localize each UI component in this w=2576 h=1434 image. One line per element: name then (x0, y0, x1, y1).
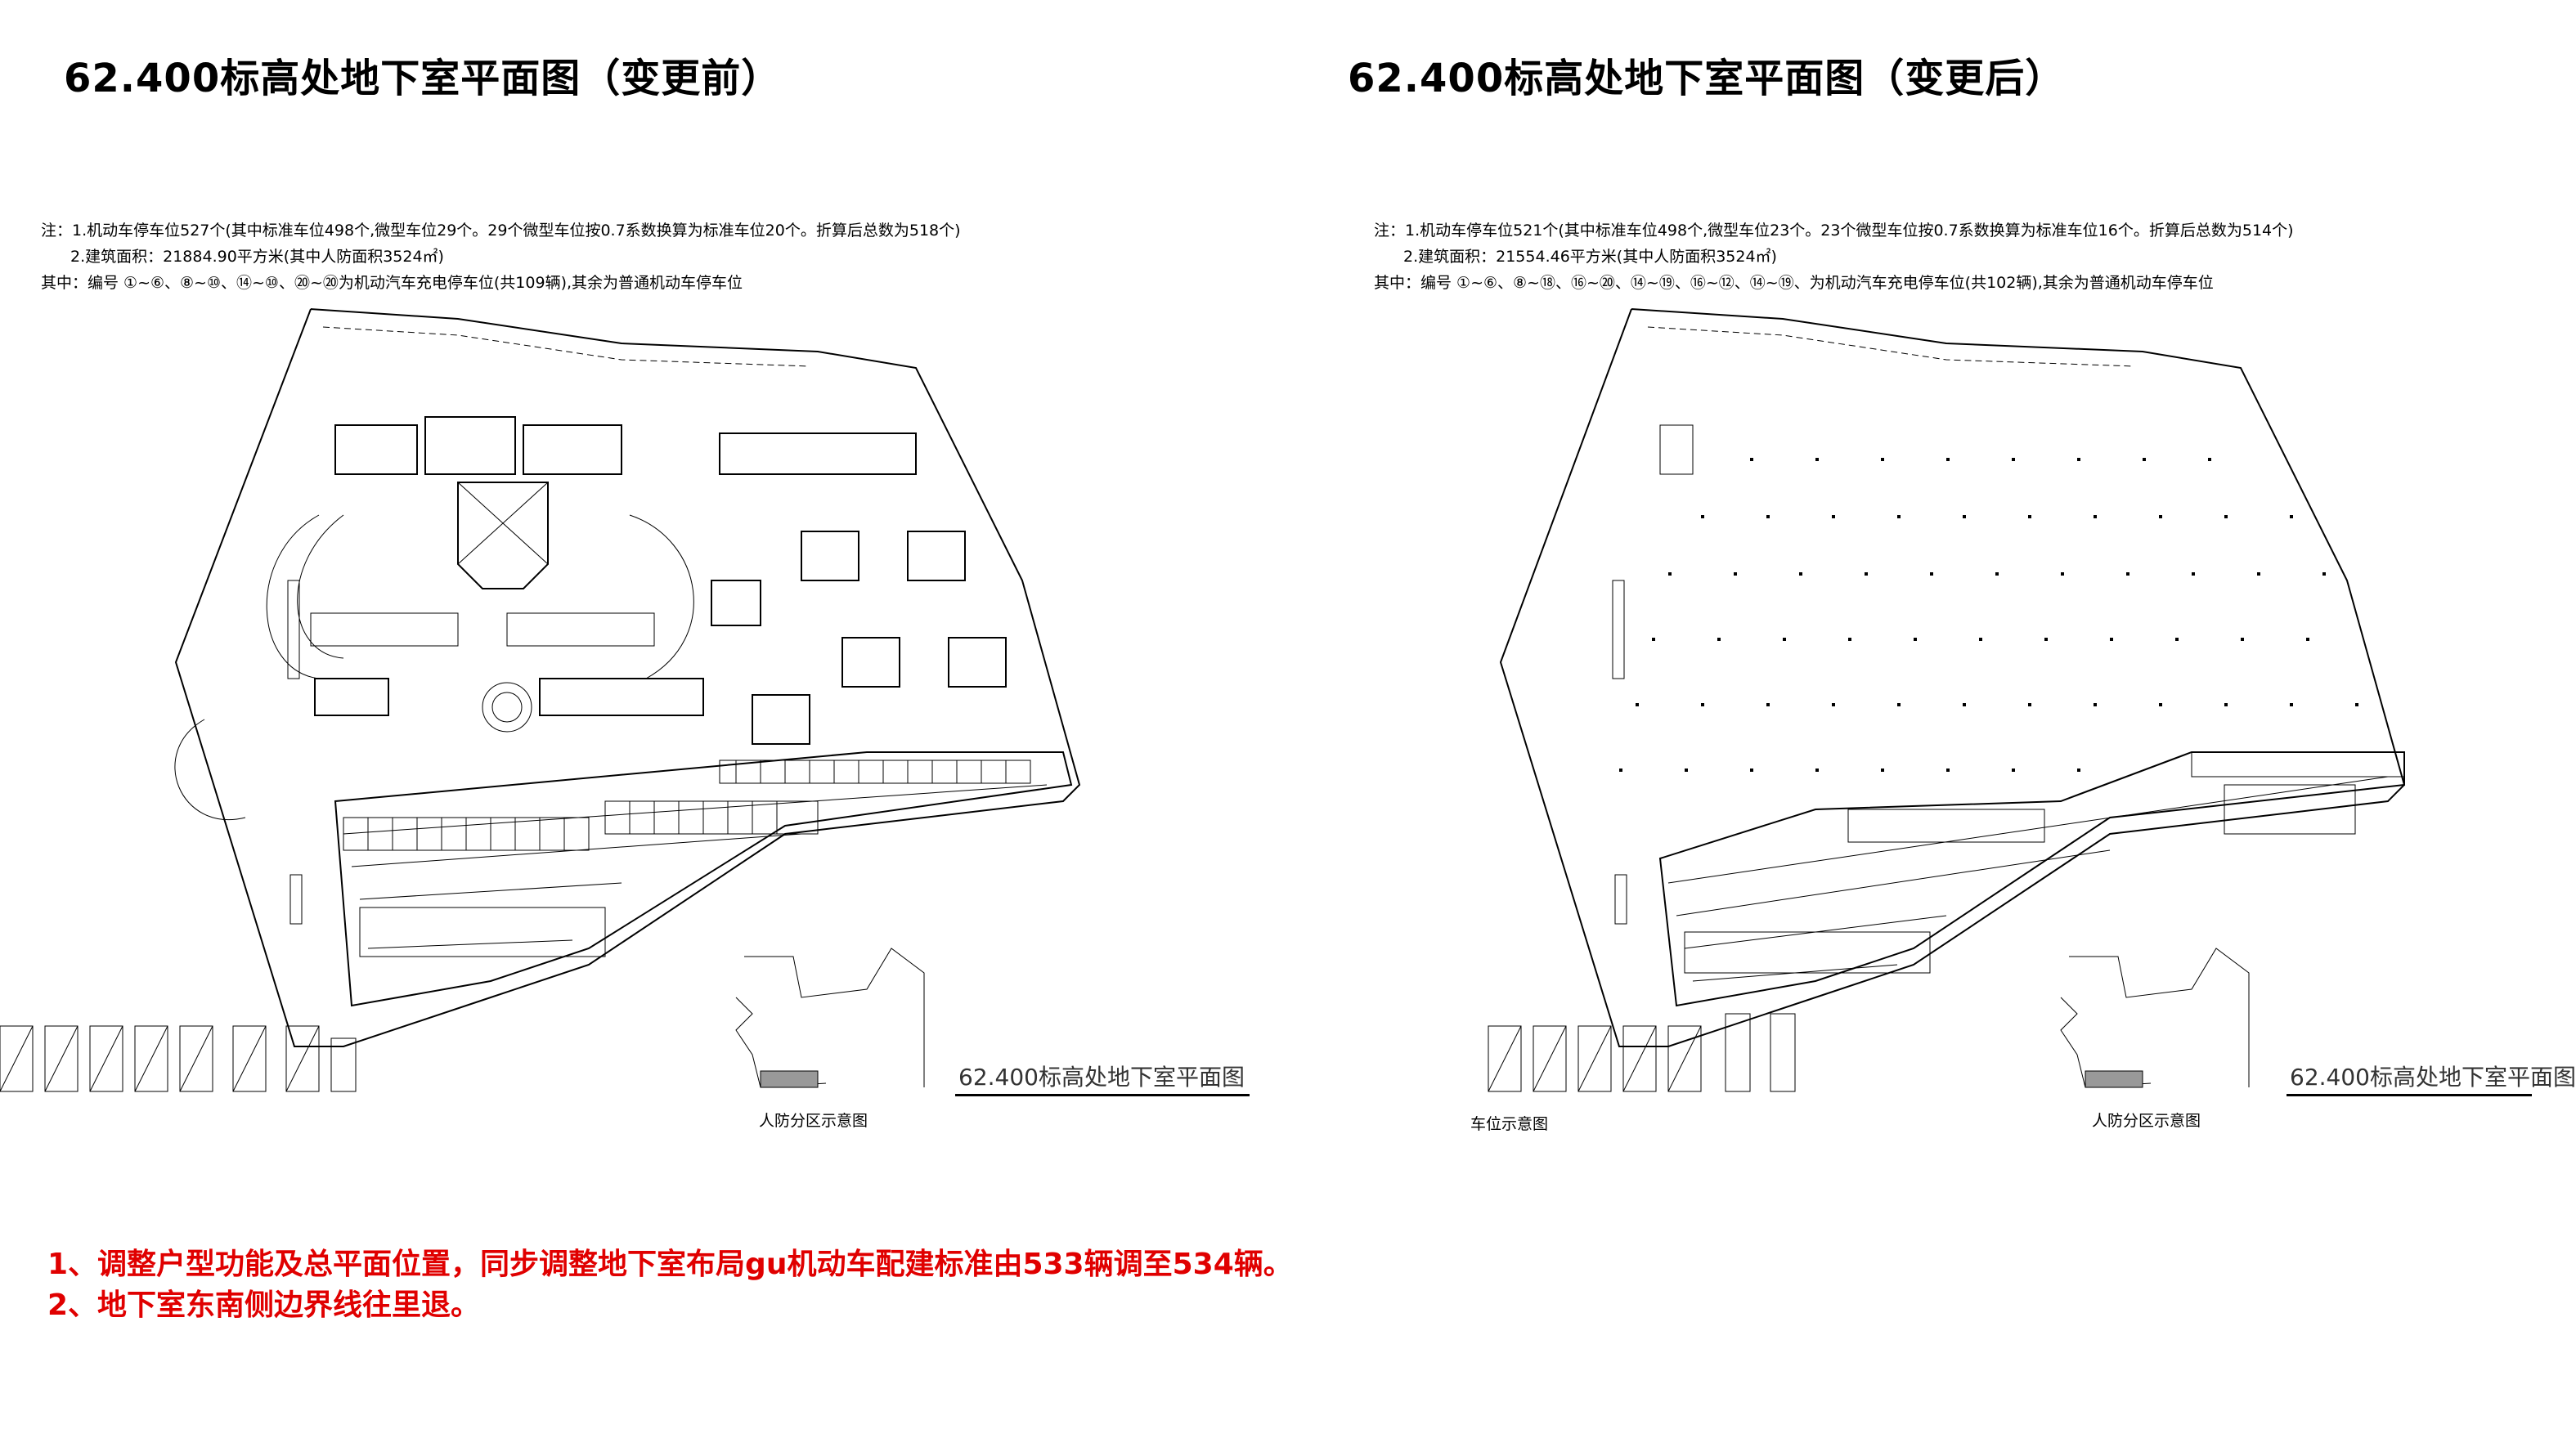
left-plan-label: 62.400标高处地下室平面图 (958, 1064, 1245, 1091)
right-floor-plan (1325, 294, 2550, 1145)
left-civil-defense-sketch (735, 948, 925, 1088)
change-summary: 1、调整户型功能及总平面位置，同步调整地下室布局gu机动车配建标准由533辆调至… (47, 1244, 1293, 1326)
left-parking-zone (334, 751, 1073, 1007)
left-note-1: 注：1.机动车停车位527个(其中标准车位498个,微型车位29个。29个微型车… (41, 222, 961, 240)
left-parking-legend-sketches (0, 1025, 357, 1092)
right-plan-label: 62.400标高处地下室平面图 (2290, 1064, 2576, 1091)
left-building-e (314, 678, 389, 716)
right-plan-title: 62.400标高处地下室平面图（变更后） (1348, 56, 2066, 101)
left-note-3: 其中：编号 ①~⑥、⑧~⑩、⑭~⑩、⑳~⑳为机动汽车充电停车位(共109辆),其… (41, 274, 743, 292)
right-parking-zone (1658, 751, 2405, 1007)
left-building-a (334, 424, 418, 475)
right-note-1: 注：1.机动车停车位521个(其中标准车位498个,微型车位23个。23个微型车… (1374, 222, 2294, 240)
right-floor-plan-drawing (1488, 308, 2406, 1092)
right-civil-defense-caption: 人防分区示意图 (2092, 1112, 2201, 1130)
left-curved-road-west (266, 514, 320, 679)
right-site-boundary (1499, 308, 2406, 1047)
right-plan-label-underline (2287, 1094, 2532, 1096)
right-column-grid (1619, 458, 2358, 772)
left-plan-label-underline (955, 1094, 1250, 1096)
left-floor-plan (0, 294, 1276, 1145)
right-civil-defense-sketch (2060, 948, 2250, 1088)
right-note-3: 其中：编号 ①~⑥、⑧~⑱、⑯~⑳、⑭~⑲、⑯~⑫、⑭~⑲、为机动汽车充电停车位… (1374, 274, 2214, 292)
change-summary-item-2: 2、地下室东南侧边界线往里退。 (47, 1288, 481, 1322)
left-central-plaza (457, 482, 549, 589)
left-site-boundary (174, 308, 1081, 1047)
left-plan-title: 62.400标高处地下室平面图（变更前） (64, 56, 782, 101)
right-parking-legend-sketches (1488, 1013, 1796, 1092)
right-parking-caption: 车位示意图 (1470, 1115, 1549, 1133)
right-note-2: 2.建筑面积：21554.46平方米(其中人防面积3524㎡) (1403, 248, 1777, 266)
change-summary-item-1: 1、调整户型功能及总平面位置，同步调整地下室布局gu机动车配建标准由533辆调至… (47, 1248, 1293, 1281)
left-floor-plan-drawing (0, 308, 1081, 1092)
left-building-f (539, 678, 704, 716)
left-building-c (523, 424, 622, 475)
left-note-2: 2.建筑面积：21884.90平方米(其中人防面积3524㎡) (70, 248, 444, 266)
left-building-b (424, 416, 516, 475)
right-notes: 注：1.机动车停车位521个(其中标准车位498个,微型车位23个。23个微型车… (1374, 217, 2294, 296)
left-building-d (719, 432, 917, 475)
left-notes: 注：1.机动车停车位527个(其中标准车位498个,微型车位29个。29个微型车… (41, 217, 961, 296)
left-civil-defense-caption: 人防分区示意图 (759, 1112, 868, 1130)
